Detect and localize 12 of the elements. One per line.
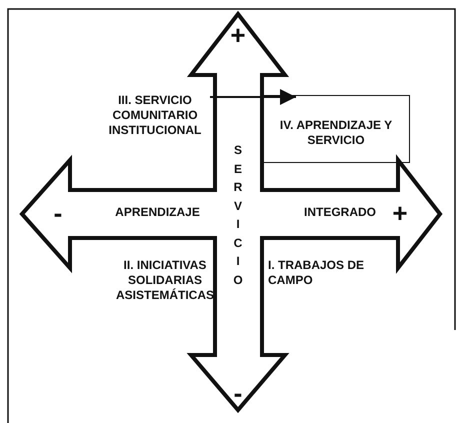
sign-symbol: -	[232, 380, 244, 406]
sign-symbol: +	[391, 200, 409, 226]
sign-symbol: -	[52, 200, 64, 226]
quadrant-box: IV. APRENDIZAJE Y SERVICIO	[262, 95, 410, 163]
quadrant-label: II. INICIATIVAS SOLIDARIAS ASISTEMÁTICAS	[114, 258, 215, 303]
axis-label: APRENDIZAJE	[114, 205, 201, 220]
quadrant-label: I. TRABAJOS DE CAMPO	[268, 258, 366, 288]
axis-label: SERVICIO	[233, 142, 243, 288]
quadrant-label: III. SERVICIO COMUNITARIO INSTITUCIONAL	[100, 90, 210, 140]
axis-label: INTEGRADO	[303, 205, 377, 220]
sign-symbol: +	[229, 22, 247, 48]
arrow	[210, 89, 296, 105]
